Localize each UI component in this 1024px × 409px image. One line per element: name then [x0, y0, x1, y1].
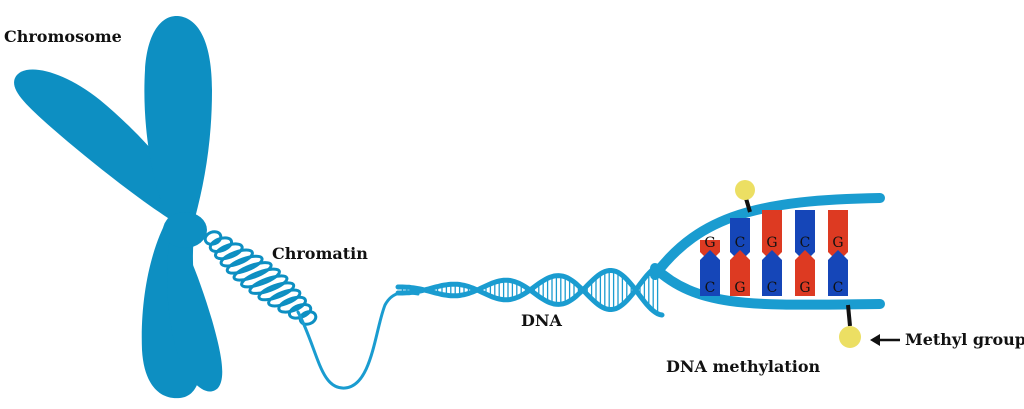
- dna-tail-strand: [296, 291, 420, 390]
- chromatin-loop: [232, 261, 273, 282]
- chromatin-loop: [203, 230, 223, 246]
- chromosome-label: Chromosome: [4, 27, 122, 46]
- base-bottom-letter: C: [767, 280, 778, 296]
- methyl-arrow: [870, 334, 900, 346]
- chromatin-loop: [214, 242, 244, 261]
- base-top-bar: [762, 210, 782, 262]
- chromatin-coil: [203, 230, 318, 326]
- chromatin-loop: [267, 288, 302, 308]
- base-top-letter: G: [832, 235, 843, 251]
- base-top-letter: C: [735, 235, 746, 251]
- helix-strand-b: [395, 262, 665, 312]
- chromosome-upper-right-arm: [144, 15, 212, 218]
- base-top-letter: G: [704, 235, 715, 251]
- ladder-bottom-strand: [650, 263, 885, 310]
- base-top-bar: [730, 218, 750, 262]
- chromatin-loop: [277, 295, 307, 314]
- chromatin-loop: [248, 274, 289, 295]
- dna-label: DNA: [521, 311, 562, 330]
- base-bottom-bar: [700, 250, 720, 296]
- base-bottom-letter: G: [799, 280, 810, 296]
- ladder-top-strand: [650, 193, 885, 280]
- dna-double-helix: [395, 262, 665, 318]
- chromatin-loop: [257, 281, 296, 302]
- base-top-letter: G: [766, 235, 777, 251]
- base-top-bar: [795, 210, 815, 262]
- base-top-letter: C: [800, 235, 811, 251]
- methyl-group-top: [735, 180, 755, 200]
- base-bottom-letter: G: [734, 280, 745, 296]
- dna-methylation-label: DNA methylation: [666, 357, 821, 376]
- centromere: [163, 212, 207, 248]
- methyl-group-label: Methyl group: [905, 330, 1024, 349]
- chromatin-loop: [225, 254, 264, 275]
- base-bottom-bar: [828, 250, 848, 296]
- chromatin-label: Chromatin: [272, 244, 368, 263]
- base-bottom-bar: [795, 250, 815, 296]
- chromosome-lower-right-arm: [167, 218, 223, 392]
- chromosome: [14, 15, 223, 399]
- base-bottom-letter: C: [833, 280, 844, 296]
- base-bottom-bar: [762, 250, 782, 296]
- chromatin-loop: [208, 236, 234, 253]
- base-top-bar: [828, 210, 848, 262]
- methyl-group-bottom: [839, 326, 861, 348]
- chromatin-loop: [298, 310, 318, 326]
- base-bottom-letter: C: [705, 280, 716, 296]
- chromosome-upper-left-arm: [14, 69, 190, 218]
- chromatin-loop: [240, 267, 281, 289]
- dna-ladder: G C C G G C C G G C: [650, 180, 885, 348]
- chromatin-loop: [219, 248, 254, 268]
- base-bottom-bar: [730, 250, 750, 296]
- methyl-stick-bottom: [846, 304, 852, 327]
